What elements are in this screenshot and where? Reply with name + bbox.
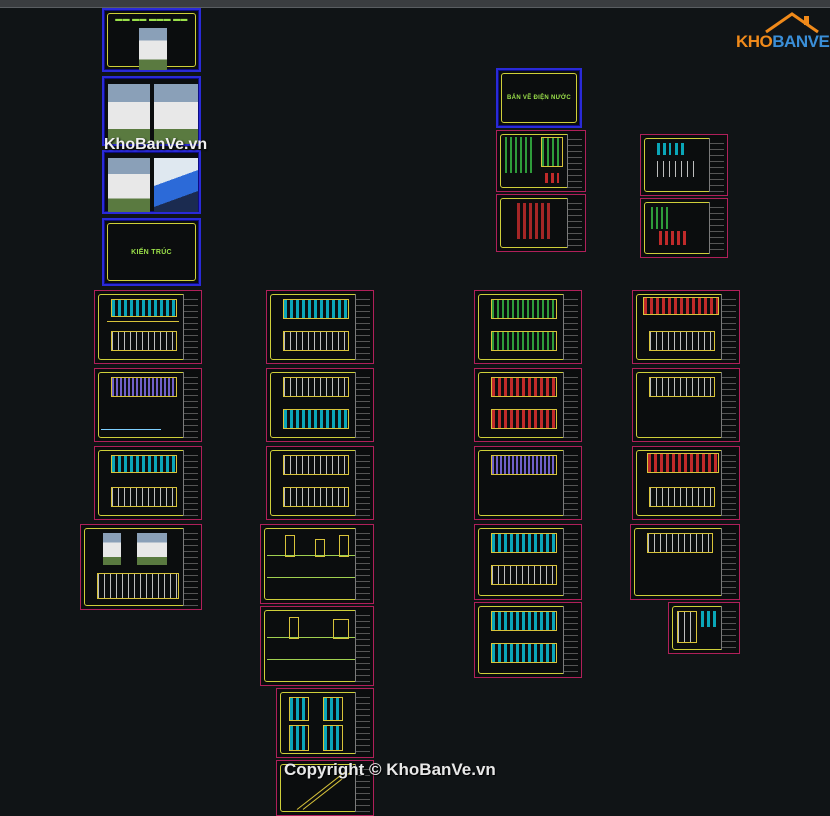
sheet-electric-diagram[interactable]: [496, 194, 586, 252]
render-image: [154, 84, 198, 144]
sheet-water-legend[interactable]: [640, 134, 728, 196]
sheet-plumbing-plan[interactable]: [632, 368, 740, 442]
sheet-details[interactable]: [260, 606, 374, 686]
sheet-arch-plan[interactable]: [94, 446, 202, 520]
sheet-plumbing-detail[interactable]: [668, 602, 740, 654]
sheet-details[interactable]: [276, 688, 374, 758]
section-title-kien-truc: KIẾN TRÚC: [131, 249, 172, 256]
sheet-floor-plan[interactable]: [266, 290, 374, 364]
sheet-electric-legend[interactable]: [496, 130, 586, 192]
sheet-plumbing-plan[interactable]: [630, 524, 740, 600]
sheet-floor-plan[interactable]: [266, 446, 374, 520]
sheet-water-diagram[interactable]: [640, 198, 728, 258]
cover-render-image: [139, 28, 167, 70]
canvas-top-bar: [0, 0, 830, 8]
sheet-arch-plan[interactable]: [94, 368, 202, 442]
render-image: [154, 158, 198, 212]
sheet-stairs[interactable]: [276, 760, 374, 816]
sheet-arch-plan[interactable]: [94, 290, 202, 364]
sheet-perspective-2[interactable]: [102, 150, 201, 214]
sheet-plumbing-plan[interactable]: [632, 446, 740, 520]
sheet-floor-plan[interactable]: [266, 368, 374, 442]
watermark-copyright: Copyright © KhoBanVe.vn: [284, 760, 496, 779]
sheet-water-plan[interactable]: [474, 524, 582, 600]
sheet-water-plan[interactable]: [474, 602, 582, 678]
logo-text-kho: KHO: [736, 32, 773, 51]
watermark-center: KhoBanVe.vn: [104, 136, 208, 153]
sheet-details[interactable]: [260, 524, 374, 604]
sheet-electric-plan[interactable]: [474, 368, 582, 442]
sheet-electric-plan[interactable]: [474, 290, 582, 364]
sheet-perspective-1[interactable]: [102, 76, 201, 146]
section-title-dien-nuoc: BẢN VẼ ĐIỆN NƯỚC: [507, 95, 571, 101]
sheet-section-kien-truc[interactable]: KIẾN TRÚC: [102, 218, 201, 286]
sheet-cover[interactable]: ▬▬ ▬▬ ▬▬▬ ▬▬: [102, 8, 201, 72]
sheet-electric-plan[interactable]: [474, 446, 582, 520]
sheet-elevation[interactable]: [80, 524, 202, 610]
sheet-section-dien-nuoc[interactable]: BẢN VẼ ĐIỆN NƯỚC: [496, 68, 582, 128]
khobanve-logo: KHOBANVE: [736, 10, 830, 54]
render-image: [108, 158, 150, 212]
sheet-plumbing-plan[interactable]: [632, 290, 740, 364]
logo-text-banve: BANVE: [772, 32, 830, 51]
render-image: [108, 84, 150, 144]
